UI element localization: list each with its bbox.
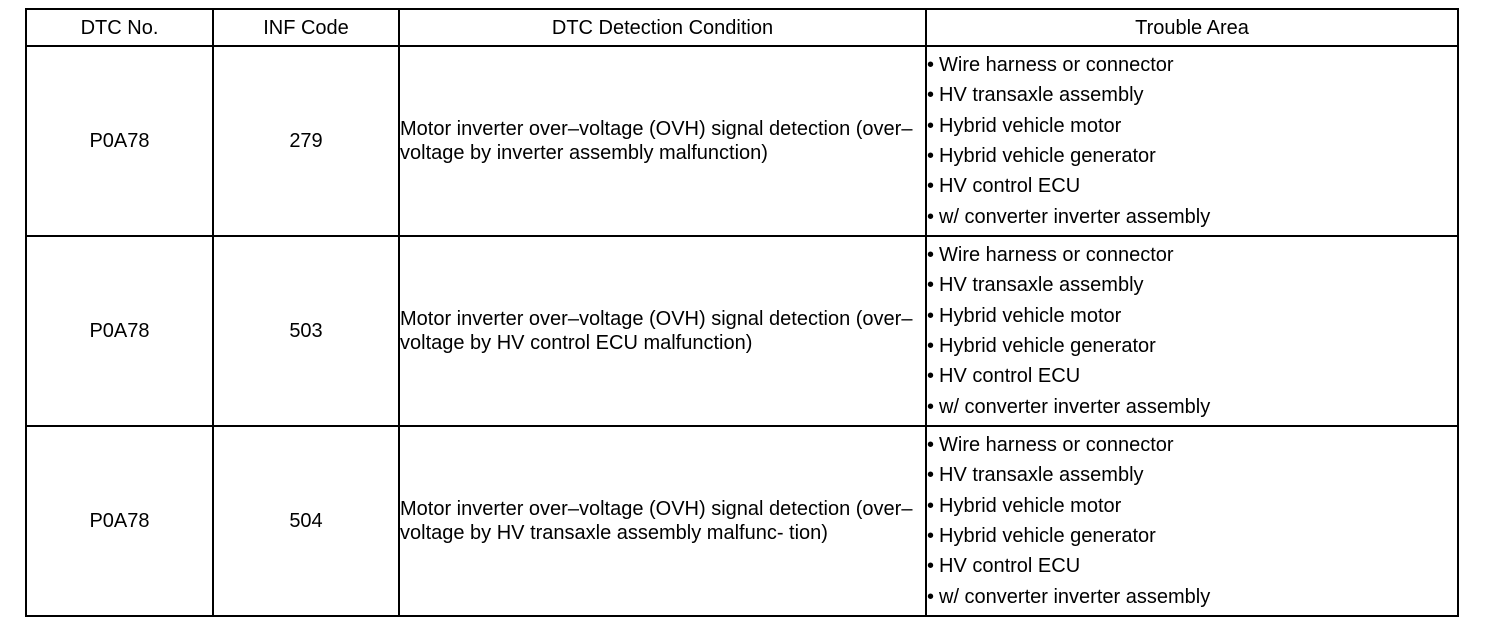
list-item: •w/ converter inverter assembly xyxy=(927,392,1457,422)
trouble-area-item: Wire harness or connector xyxy=(939,243,1174,266)
bullet: • xyxy=(927,335,935,357)
list-item: •Hybrid vehicle motor xyxy=(927,111,1457,141)
list-item: •Hybrid vehicle generator xyxy=(927,331,1457,361)
list-item: •HV transaxle assembly xyxy=(927,270,1457,300)
inf-code-cell: 279 xyxy=(212,45,400,237)
table-row: P0A78 279 Motor inverter over–voltage (O… xyxy=(25,45,1459,237)
list-item: •Wire harness or connector xyxy=(927,50,1457,80)
trouble-area-item: HV control ECU xyxy=(939,365,1081,388)
table-row: P0A78 503 Motor inverter over–voltage (O… xyxy=(25,235,1459,427)
bullet: • xyxy=(927,395,935,418)
header-dtc-no: DTC No. xyxy=(25,8,214,47)
dtc-number-cell: P0A78 xyxy=(25,235,214,427)
trouble-area-item: w/ converter inverter assembly xyxy=(939,205,1211,228)
trouble-area-item: HV transaxle assembly xyxy=(939,464,1144,487)
bullet: • xyxy=(927,205,935,228)
bullet: • xyxy=(927,114,935,137)
bullet: • xyxy=(927,145,935,167)
list-item: •w/ converter inverter assembly xyxy=(927,582,1457,612)
detection-condition-cell: Motor inverter over–voltage (OVH) signal… xyxy=(398,45,927,237)
list-item: •Wire harness or connector xyxy=(927,430,1457,460)
table-row: P0A78 504 Motor inverter over–voltage (O… xyxy=(25,425,1459,617)
inf-code-cell: 503 xyxy=(212,235,400,427)
trouble-area-item: HV control ECU xyxy=(939,175,1081,198)
list-item: •HV transaxle assembly xyxy=(927,460,1457,490)
trouble-area-list: •Wire harness or connector •HV transaxle… xyxy=(927,430,1457,612)
bullet: • xyxy=(927,304,935,327)
bullet: • xyxy=(927,525,935,547)
trouble-area-item: w/ converter inverter assembly xyxy=(939,395,1211,418)
bullet: • xyxy=(927,274,935,297)
trouble-area-item: HV transaxle assembly xyxy=(939,84,1144,107)
header-detection-condition: DTC Detection Condition xyxy=(398,8,927,47)
list-item: •HV control ECU xyxy=(927,171,1457,201)
bullet: • xyxy=(927,84,935,107)
list-item: •Wire harness or connector xyxy=(927,240,1457,270)
trouble-area-cell: •Wire harness or connector •HV transaxle… xyxy=(925,425,1459,617)
bullet: • xyxy=(927,53,935,76)
bullet: • xyxy=(927,585,935,608)
trouble-area-item: Wire harness or connector xyxy=(939,433,1174,456)
header-inf-code: INF Code xyxy=(212,8,400,47)
trouble-area-list: •Wire harness or connector •HV transaxle… xyxy=(927,240,1457,422)
trouble-area-item: Hybrid vehicle motor xyxy=(939,114,1122,137)
trouble-area-item: Hybrid vehicle generator xyxy=(939,145,1156,167)
header-trouble-area: Trouble Area xyxy=(925,8,1459,47)
trouble-area-list: •Wire harness or connector •HV transaxle… xyxy=(927,50,1457,232)
trouble-area-item: Hybrid vehicle motor xyxy=(939,494,1122,517)
trouble-area-item: w/ converter inverter assembly xyxy=(939,585,1211,608)
dtc-number-cell: P0A78 xyxy=(25,45,214,237)
trouble-area-cell: •Wire harness or connector •HV transaxle… xyxy=(925,235,1459,427)
bullet: • xyxy=(927,494,935,517)
dtc-number-cell: P0A78 xyxy=(25,425,214,617)
header-row: DTC No. INF Code DTC Detection Condition… xyxy=(25,8,1459,47)
list-item: •HV control ECU xyxy=(927,361,1457,391)
detection-condition-cell: Motor inverter over–voltage (OVH) signal… xyxy=(398,425,927,617)
detection-condition-cell: Motor inverter over–voltage (OVH) signal… xyxy=(398,235,927,427)
dtc-table: DTC No. INF Code DTC Detection Condition… xyxy=(25,8,1459,617)
list-item: •HV control ECU xyxy=(927,551,1457,581)
bullet: • xyxy=(927,464,935,487)
list-item: •Hybrid vehicle generator xyxy=(927,521,1457,551)
bullet: • xyxy=(927,555,935,578)
list-item: •Hybrid vehicle motor xyxy=(927,491,1457,521)
bullet: • xyxy=(927,365,935,388)
trouble-area-item: HV transaxle assembly xyxy=(939,274,1144,297)
trouble-area-item: HV control ECU xyxy=(939,555,1081,578)
trouble-area-item: Hybrid vehicle motor xyxy=(939,304,1122,327)
list-item: •Hybrid vehicle generator xyxy=(927,141,1457,171)
inf-code-cell: 504 xyxy=(212,425,400,617)
bullet: • xyxy=(927,243,935,266)
bullet: • xyxy=(927,433,935,456)
bullet: • xyxy=(927,175,935,198)
trouble-area-item: Hybrid vehicle generator xyxy=(939,525,1156,547)
list-item: •HV transaxle assembly xyxy=(927,80,1457,110)
list-item: •w/ converter inverter assembly xyxy=(927,202,1457,232)
list-item: •Hybrid vehicle motor xyxy=(927,301,1457,331)
trouble-area-cell: •Wire harness or connector •HV transaxle… xyxy=(925,45,1459,237)
trouble-area-item: Wire harness or connector xyxy=(939,53,1174,76)
trouble-area-item: Hybrid vehicle generator xyxy=(939,335,1156,357)
